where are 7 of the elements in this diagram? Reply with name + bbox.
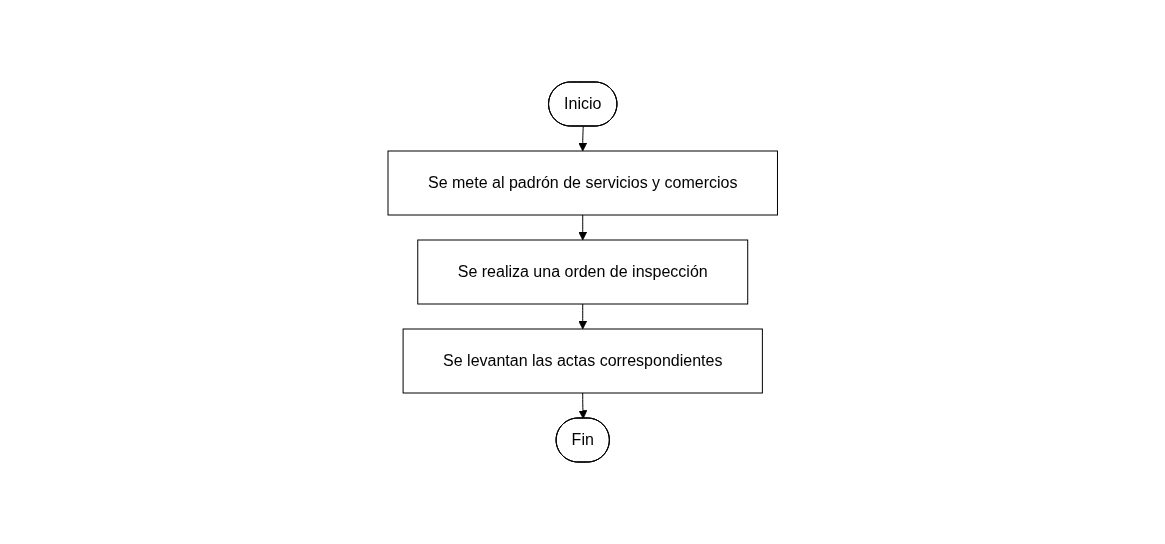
arrow [578,126,587,152]
arrow [578,214,587,241]
node-box: Se levantan las actas correspondientes [402,328,763,394]
node-box: Se realiza una orden de inspección [417,239,748,305]
node-box: Se mete al padrón de servicios y comercios [387,150,778,216]
arrow [578,303,587,330]
arrow [578,392,588,419]
